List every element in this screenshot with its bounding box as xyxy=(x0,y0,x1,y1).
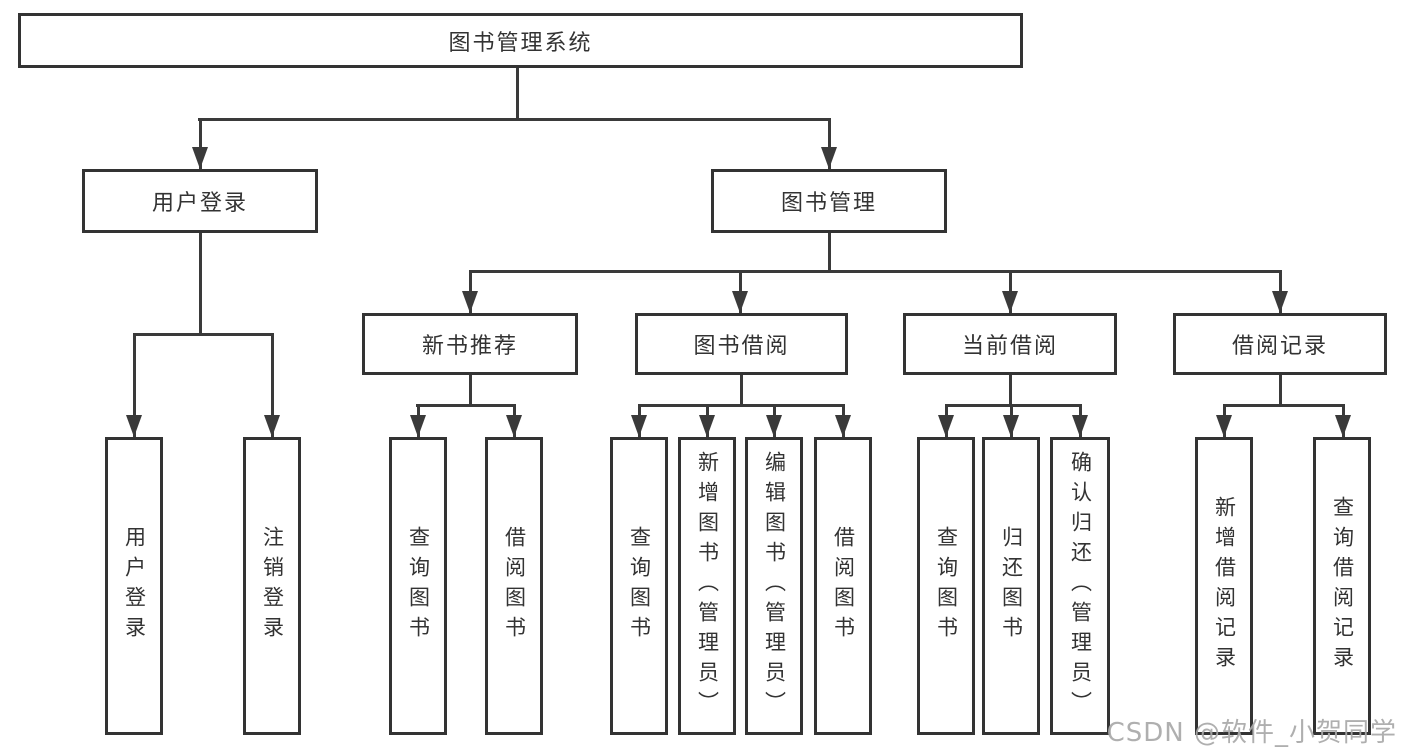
arrowhead-down-icon xyxy=(1335,415,1351,437)
node-book-borrowing: 图书借阅 xyxy=(635,313,848,375)
edge-root-stem xyxy=(516,68,519,120)
node-borrowing-records: 借阅记录 xyxy=(1173,313,1387,375)
edge-cb-bar xyxy=(945,404,1081,407)
edge-bb-bar xyxy=(638,404,845,407)
arrowhead-down-icon xyxy=(1002,291,1018,313)
arrowhead-down-icon xyxy=(821,147,837,169)
leaf-bb-edit-books-admin: 编辑图书（管理员） xyxy=(745,437,803,735)
edge-book-mgmt-bar xyxy=(469,270,1282,273)
edge-cb-stem xyxy=(1009,375,1012,406)
csdn-watermark: CSDN @软件_小贺同学 xyxy=(1106,718,1397,747)
edge-to-user-login xyxy=(199,118,202,169)
leaf-cb-return-books: 归还图书 xyxy=(982,437,1040,735)
edge-br-stem xyxy=(1279,375,1282,406)
edge-user-login-stem xyxy=(199,233,202,335)
arrowhead-down-icon xyxy=(410,415,426,437)
arrowhead-down-icon xyxy=(699,415,715,437)
arrowhead-down-icon xyxy=(732,291,748,313)
edge-root-bar xyxy=(198,118,831,121)
arrowhead-down-icon xyxy=(1216,415,1232,437)
leaf-br-add-record: 新增借阅记录 xyxy=(1195,437,1253,735)
node-user-login: 用户登录 xyxy=(82,169,318,233)
leaf-user-login: 用户登录 xyxy=(105,437,163,735)
leaf-bb-query-books: 查询图书 xyxy=(610,437,668,735)
edge-to-book-management xyxy=(828,118,831,169)
edge-bb-stem xyxy=(740,375,743,406)
node-new-book-recommend: 新书推荐 xyxy=(362,313,578,375)
arrowhead-down-icon xyxy=(938,415,954,437)
leaf-logout: 注销登录 xyxy=(243,437,301,735)
edge-to-leaf-logout xyxy=(271,333,274,437)
node-current-borrowing: 当前借阅 xyxy=(903,313,1117,375)
arrowhead-down-icon xyxy=(126,415,142,437)
node-root: 图书管理系统 xyxy=(18,13,1023,68)
edge-to-leaf-user-login xyxy=(133,333,136,437)
edge-nbr-stem xyxy=(469,375,472,406)
arrowhead-down-icon xyxy=(1003,415,1019,437)
arrowhead-down-icon xyxy=(192,147,208,169)
leaf-bb-borrow-books: 借阅图书 xyxy=(814,437,872,735)
arrowhead-down-icon xyxy=(766,415,782,437)
arrowhead-down-icon xyxy=(631,415,647,437)
arrowhead-down-icon xyxy=(835,415,851,437)
arrowhead-down-icon xyxy=(1272,291,1288,313)
arrowhead-down-icon xyxy=(1072,415,1088,437)
arrowhead-down-icon xyxy=(506,415,522,437)
leaf-cb-query-books: 查询图书 xyxy=(917,437,975,735)
node-book-management: 图书管理 xyxy=(711,169,947,233)
arrowhead-down-icon xyxy=(462,291,478,313)
edge-br-bar xyxy=(1223,404,1345,407)
leaf-bb-add-books-admin: 新增图书（管理员） xyxy=(678,437,736,735)
arrowhead-down-icon xyxy=(264,415,280,437)
leaf-br-query-record: 查询借阅记录 xyxy=(1313,437,1371,735)
edge-user-login-bar xyxy=(133,333,274,336)
leaf-nbr-borrow-books: 借阅图书 xyxy=(485,437,543,735)
edge-nbr-bar xyxy=(416,404,516,407)
edge-book-mgmt-stem xyxy=(828,233,831,273)
leaf-cb-confirm-return-admin: 确认归还（管理员） xyxy=(1050,437,1110,735)
leaf-nbr-query-books: 查询图书 xyxy=(389,437,447,735)
